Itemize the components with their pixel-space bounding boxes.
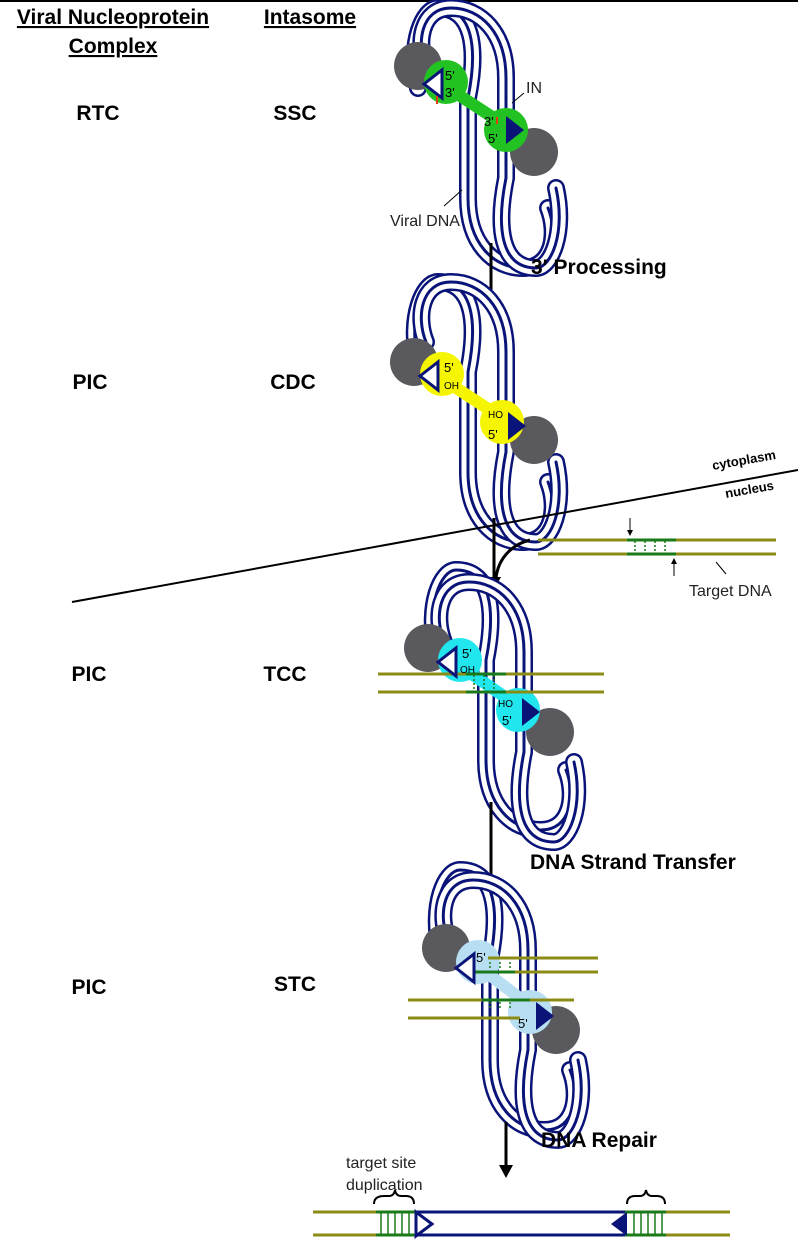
nuclear-envelope-line <box>71 469 798 603</box>
viral-dna-end-open-triangle <box>421 66 444 102</box>
row-complex-rtc: RTC <box>76 102 119 125</box>
svg-text:5': 5' <box>476 950 486 965</box>
header-complex: Complex <box>69 35 158 58</box>
row-intasome-cdc: CDC <box>270 371 316 394</box>
row-complex-pic-3: PIC <box>71 976 106 999</box>
svg-text:5': 5' <box>444 360 454 375</box>
svg-text:5': 5' <box>462 646 472 661</box>
tsd-label-line1: target site <box>346 1155 416 1172</box>
svg-text:3': 3' <box>445 85 455 100</box>
tsd-label-line2: duplication <box>346 1177 423 1194</box>
step-dna-strand-transfer: DNA Strand Transfer <box>530 851 736 874</box>
viral-dna-label: Viral DNA <box>390 213 460 230</box>
in-label: IN <box>526 80 542 97</box>
svg-text:5': 5' <box>445 68 455 83</box>
tsd-brace-right <box>626 1189 666 1205</box>
header-viral-nucleoprotein: Viral Nucleoprotein <box>17 6 209 29</box>
ltr-end-open <box>414 1209 435 1239</box>
cdc-intasome: 5' OH HO 5' <box>390 282 559 542</box>
viral-dna-end-filled-triangle <box>506 116 524 144</box>
svg-text:5': 5' <box>488 131 498 146</box>
tsd-brace-left <box>373 1189 415 1205</box>
step-dna-repair: DNA Repair <box>541 1129 657 1152</box>
svg-text:HO: HO <box>498 699 513 710</box>
row-complex-pic-1: PIC <box>72 371 107 394</box>
target-dna-label: Target DNA <box>689 583 772 600</box>
row-intasome-ssc: SSC <box>273 102 316 125</box>
ssc-intasome: 5' 3' 3' 5' IN Viral DNA <box>390 8 559 268</box>
svg-text:OH: OH <box>460 665 475 676</box>
stc-intasome: 5' 5' <box>408 870 598 1140</box>
integrated-provirus: target site duplication <box>313 1155 730 1239</box>
row-intasome-tcc: TCC <box>263 663 306 686</box>
tcc-intasome: 5' OH HO 5' <box>378 570 604 842</box>
svg-text:OH: OH <box>444 381 459 392</box>
svg-text:HO: HO <box>488 410 503 421</box>
ltr-end-filled <box>611 1212 627 1236</box>
svg-text:5': 5' <box>488 427 498 442</box>
step-3prime-processing: 3′ Processing <box>531 256 667 279</box>
header-intasome: Intasome <box>264 6 356 29</box>
target-dna-free: Target DNA <box>538 518 776 600</box>
row-complex-pic-2: PIC <box>71 663 106 686</box>
row-intasome-stc: STC <box>274 973 316 996</box>
svg-text:5': 5' <box>518 1016 528 1031</box>
in-subunit-cyan <box>496 688 540 732</box>
cytoplasm-label: cytoplasm <box>711 447 777 473</box>
svg-text:5': 5' <box>502 713 512 728</box>
svg-text:3': 3' <box>484 114 494 129</box>
